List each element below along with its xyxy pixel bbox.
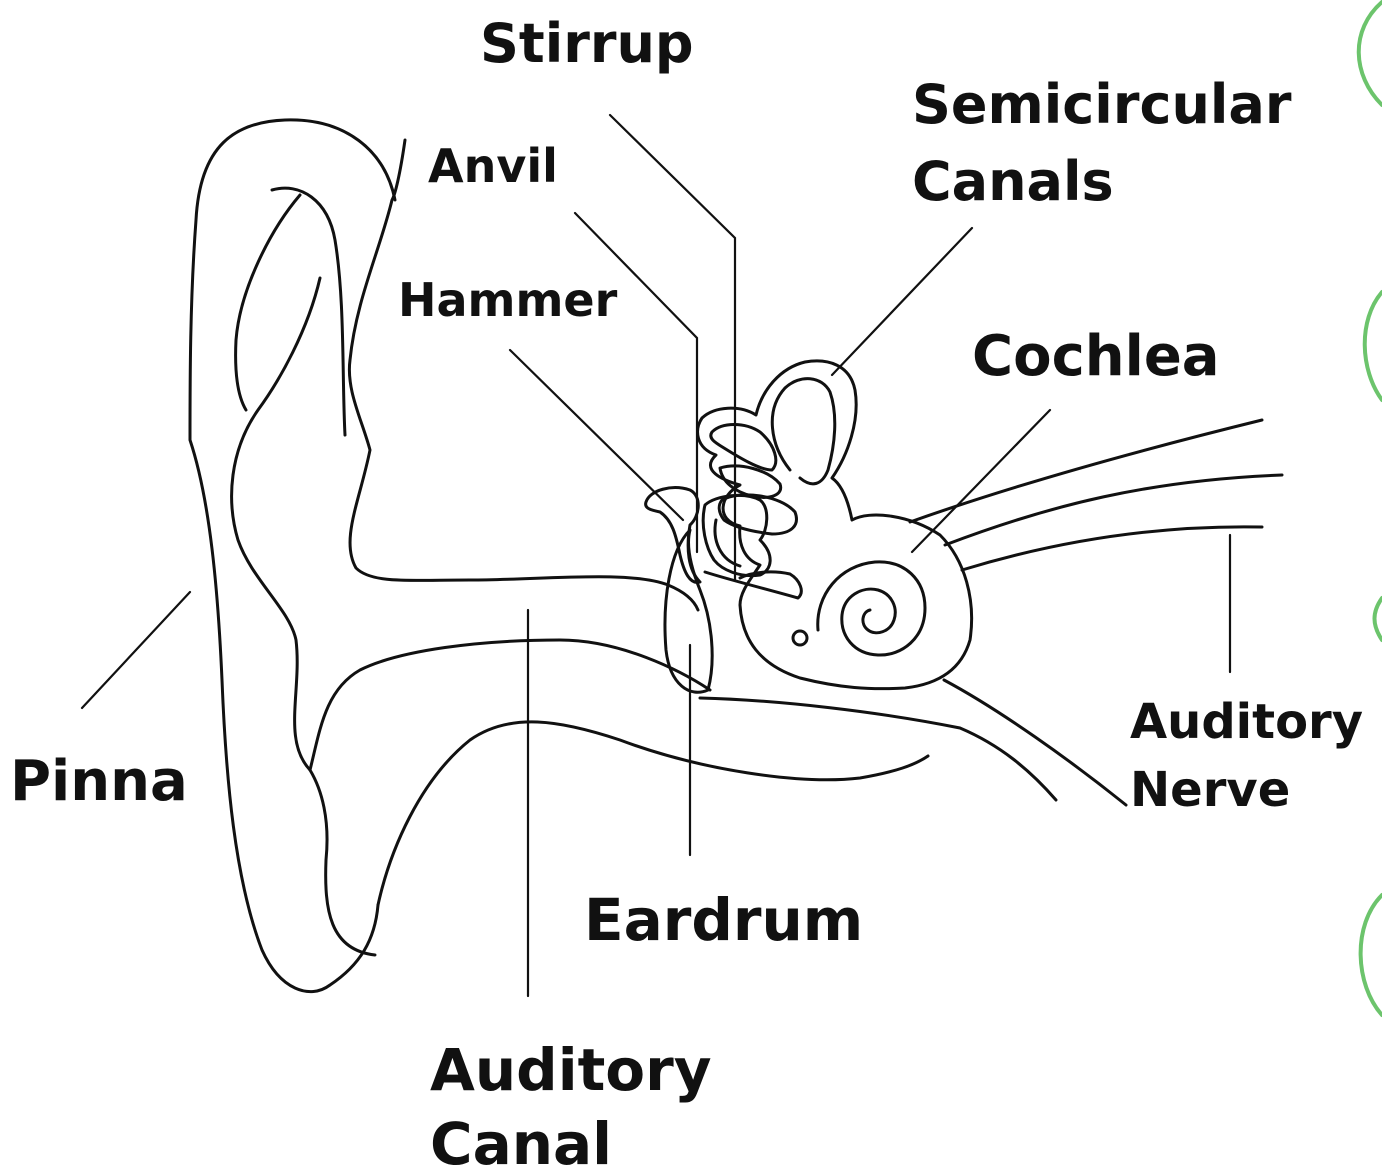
auditory-nerve-label-line2: Nerve bbox=[1130, 762, 1290, 818]
auditory-canal-label-line1: Auditory bbox=[430, 1036, 712, 1104]
antihelix-line-2 bbox=[236, 195, 300, 410]
auditory-nerve-fiber bbox=[945, 475, 1282, 545]
stirrup-bone bbox=[719, 495, 796, 534]
eardrum-label: Eardrum bbox=[584, 886, 863, 954]
anvil-leader bbox=[575, 213, 697, 552]
semicircular-canals-label-line1: Semicircular bbox=[912, 73, 1292, 136]
green-bracket bbox=[1365, 292, 1382, 400]
anvil-label: Anvil bbox=[428, 139, 558, 193]
cochlea-label: Cochlea bbox=[972, 324, 1220, 389]
leader-lines bbox=[82, 115, 1230, 996]
semicircular-canal-loop-2 bbox=[711, 425, 776, 471]
green-bracket bbox=[1361, 895, 1382, 1015]
green-bracket bbox=[1359, 2, 1382, 105]
semicircular-canal-loop bbox=[772, 379, 835, 484]
auditory-nerve-lower bbox=[944, 680, 1126, 805]
antihelix-line-3 bbox=[232, 278, 375, 955]
hammer-leader bbox=[510, 350, 683, 520]
decorative-border bbox=[1359, 2, 1382, 1015]
antihelix-line bbox=[272, 188, 345, 435]
auditory-nerve-fiber bbox=[910, 420, 1262, 522]
pinna-leader bbox=[82, 592, 190, 708]
cochlea-spiral bbox=[818, 562, 925, 655]
semicircular-canals-leader bbox=[832, 228, 972, 375]
middle-ear-illustration bbox=[646, 488, 802, 693]
auditory-nerve-fiber bbox=[962, 527, 1262, 570]
green-bracket bbox=[1375, 598, 1382, 640]
pinna-outline bbox=[190, 120, 395, 992]
stirrup-label: Stirrup bbox=[480, 12, 694, 75]
round-window bbox=[793, 631, 807, 645]
canal-lower-line bbox=[378, 722, 928, 905]
auditory-nerve-label-line1: Auditory bbox=[1130, 694, 1363, 750]
semicircular-canals-label-line2: Canals bbox=[912, 150, 1114, 213]
hammer-label: Hammer bbox=[398, 273, 618, 327]
pinna-label: Pinna bbox=[10, 749, 188, 814]
pinna-rim-line bbox=[349, 140, 698, 610]
outer-ear-illustration bbox=[190, 120, 1056, 992]
auditory-canal-label-line2: Canal bbox=[430, 1110, 612, 1176]
